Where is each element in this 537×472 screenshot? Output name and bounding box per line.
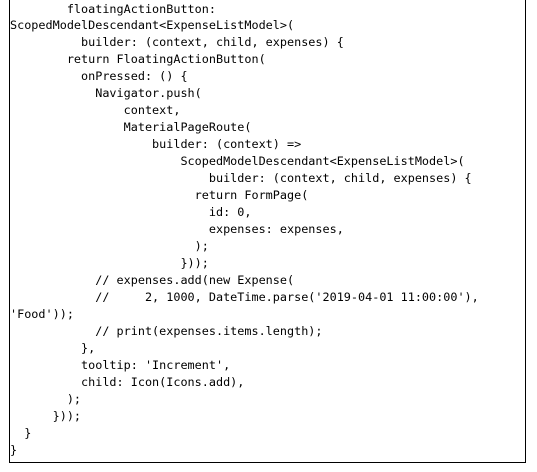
code-line-13: id: 0, — [10, 205, 252, 219]
code-line-7: context, — [10, 103, 181, 117]
code-line-26: } — [10, 426, 32, 440]
code-line-1: floatingActionButton: — [10, 2, 216, 16]
code-line-8: MaterialPageRoute( — [10, 120, 252, 134]
code-line-3: builder: (context, child, expenses) { — [10, 35, 344, 49]
code-snippet-box: floatingActionButton: ScopedModelDescend… — [9, 0, 526, 463]
code-line-16: })); — [10, 256, 209, 270]
code-line-9: builder: (context) => — [10, 137, 302, 151]
code-line-18: // 2, 1000, DateTime.parse('2019-04-01 1… — [10, 290, 479, 304]
code-line-14: expenses: expenses, — [10, 222, 344, 236]
code-line-6: Navigator.push( — [10, 86, 202, 100]
code-line-25: })); — [10, 409, 82, 423]
code-line-4: return FloatingActionButton( — [10, 52, 266, 66]
code-line-12: return FormPage( — [10, 188, 309, 202]
code-line-21: }, — [10, 341, 96, 355]
code-line-20: // print(expenses.items.length); — [10, 324, 323, 338]
code-line-19: 'Food')); — [10, 307, 74, 321]
code-line-22: tooltip: 'Increment', — [10, 358, 231, 372]
code-line-2: ScopedModelDescendant<ExpenseListModel>( — [10, 18, 295, 32]
code-line-15: ); — [10, 239, 209, 253]
code-line-27: } — [10, 443, 18, 457]
code-line-11: builder: (context, child, expenses) { — [10, 171, 472, 185]
code-line-10: ScopedModelDescendant<ExpenseListModel>( — [10, 154, 465, 168]
code-lines: floatingActionButton: ScopedModelDescend… — [10, 0, 525, 462]
code-line-5: onPressed: () { — [10, 69, 188, 83]
code-line-17: // expenses.add(new Expense( — [10, 273, 295, 287]
code-line-23: child: Icon(Icons.add), — [10, 375, 245, 389]
code-line-24: ); — [10, 392, 82, 406]
